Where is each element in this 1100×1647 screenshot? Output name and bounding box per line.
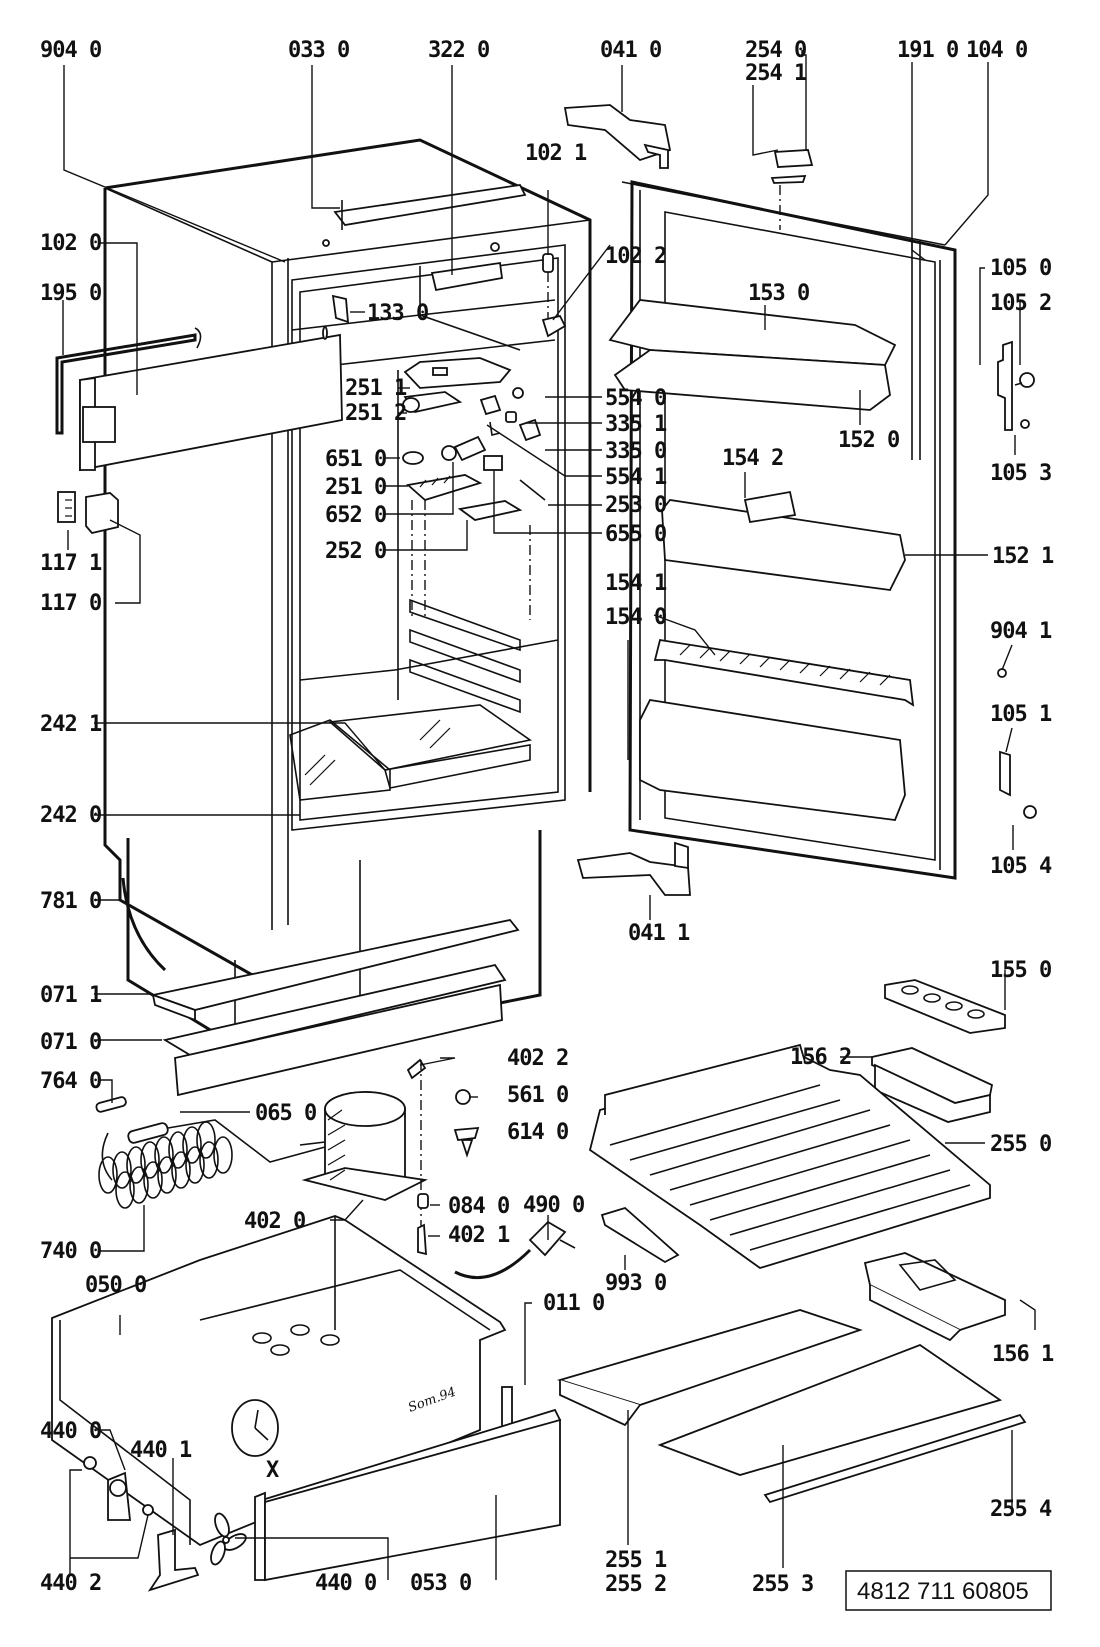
hinge-top (563, 104, 672, 169)
part-label: 440 2 (40, 1571, 101, 1596)
part-label: 195 0 (40, 281, 101, 306)
part-label: 335 1 (605, 412, 667, 437)
part-label: 255 0 (990, 1132, 1051, 1157)
drain-hose (121, 877, 167, 972)
leader-lines (62, 50, 1036, 1580)
part-label: 904 0 (40, 38, 101, 63)
part-label: 254 1 (745, 61, 807, 86)
part-label: 156 2 (790, 1045, 851, 1070)
part-label: 490 0 (523, 1193, 584, 1218)
document-code: 4812 711 60805 (857, 1578, 1029, 1605)
ice-cube-tray (863, 1252, 1006, 1342)
part-label: 071 0 (40, 1030, 101, 1055)
part-label: 402 2 (507, 1046, 568, 1071)
part-label: 335 0 (605, 439, 666, 464)
part-labels: 904 0 033 0 322 0 041 0 254 0 254 1 191 … (40, 38, 1055, 1597)
part-label: 105 1 (990, 702, 1052, 727)
part-label: 402 1 (448, 1223, 510, 1248)
condenser-coil (95, 1096, 326, 1209)
part-label: 440 0 (315, 1571, 376, 1596)
hinge-cover-parts (57, 491, 119, 534)
glass-shelf-upper (588, 1043, 991, 1269)
part-label: 652 0 (325, 503, 386, 528)
part-label: 133 0 (367, 301, 428, 326)
part-label: 117 1 (40, 551, 102, 576)
part-label: 764 0 (40, 1069, 101, 1094)
part-label: 105 0 (990, 256, 1051, 281)
part-label: 781 0 (40, 889, 101, 914)
part-label: 251 1 (345, 376, 407, 401)
part-label: 053 0 (410, 1571, 471, 1596)
part-label: 254 0 (745, 38, 806, 63)
part-label: 154 0 (605, 605, 666, 630)
rear-cover-rails (149, 919, 520, 1097)
part-label: 050 0 (85, 1273, 146, 1298)
compressor-icon (299, 1091, 428, 1201)
part-label: 153 0 (748, 281, 809, 306)
part-label: 154 2 (722, 446, 783, 471)
part-label: 117 0 (40, 591, 101, 616)
part-label: 402 0 (244, 1209, 305, 1234)
glass-shelf-lower (556, 1309, 1027, 1504)
part-label: 105 4 (990, 854, 1052, 879)
thermostat-light-assembly (402, 357, 546, 620)
part-label: 242 0 (40, 803, 101, 828)
part-label: 041 1 (628, 921, 690, 946)
part-label: 255 2 (605, 1572, 666, 1597)
part-label: 071 1 (40, 983, 102, 1008)
part-label: 104 0 (966, 38, 1027, 63)
part-label: 993 0 (605, 1271, 666, 1296)
part-label: 554 0 (605, 386, 666, 411)
part-label: 156 1 (992, 1342, 1054, 1367)
part-label: 102 2 (605, 244, 666, 269)
part-label: 102 1 (525, 141, 587, 166)
part-label: 102 0 (40, 231, 101, 256)
part-label: 255 3 (752, 1572, 813, 1597)
part-label: 191 0 (897, 38, 958, 63)
part-label: 033 0 (288, 38, 349, 63)
part-label: 322 0 (428, 38, 489, 63)
part-label: 242 1 (40, 712, 102, 737)
part-label: 084 0 (448, 1194, 509, 1219)
part-label: 105 2 (990, 291, 1051, 316)
part-label: 152 0 (838, 428, 899, 453)
hinge-bottom (576, 841, 691, 896)
document-code-box: 4812 711 60805 (845, 1570, 1052, 1611)
egg-tray (884, 979, 1006, 1034)
cabinet-body (103, 138, 592, 1047)
part-label: 554 1 (605, 465, 667, 490)
door-hinge-parts (997, 340, 1037, 819)
part-label: 440 0 (40, 1419, 101, 1444)
part-label: 251 2 (345, 401, 406, 426)
part-label: 904 1 (990, 619, 1052, 644)
ice-scraper (600, 1206, 680, 1264)
fan-motor (83, 1456, 200, 1592)
part-label: 041 0 (600, 38, 661, 63)
part-label: 105 3 (990, 461, 1051, 486)
front-grille (254, 1408, 562, 1582)
butter-dish (871, 1047, 994, 1123)
part-label: 651 0 (325, 447, 386, 472)
part-label: 740 0 (40, 1239, 101, 1264)
part-label: 251 0 (325, 475, 386, 500)
part-label: 614 0 (507, 1120, 568, 1145)
part-label: 253 0 (605, 493, 666, 518)
part-label: 252 0 (325, 539, 386, 564)
front-trim-panel (55, 326, 343, 472)
part-label: 561 0 (507, 1083, 568, 1108)
part-label: 255 4 (990, 1497, 1052, 1522)
part-label: 440 1 (130, 1438, 192, 1463)
part-label: 065 0 (255, 1101, 316, 1126)
part-label: 255 1 (605, 1548, 667, 1573)
part-label: 155 0 (990, 958, 1051, 983)
part-label: 011 0 (543, 1291, 604, 1316)
door (608, 149, 957, 880)
part-label: 154 1 (605, 571, 667, 596)
part-label: 152 1 (992, 544, 1054, 569)
assembly-marker: X (266, 1458, 279, 1483)
part-label: 655 0 (605, 522, 666, 547)
